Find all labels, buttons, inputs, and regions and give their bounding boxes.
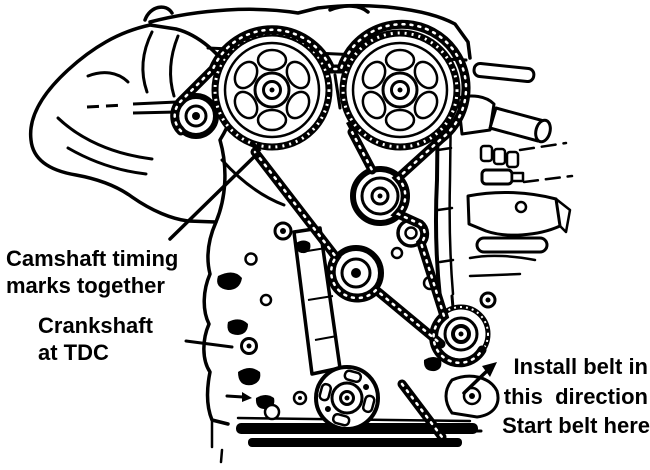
camshaft-timing-label-line1: Camshaft timing xyxy=(6,246,179,271)
camshaft-leader-line xyxy=(168,152,259,241)
camshaft-timing-label-line2: marks together xyxy=(6,273,165,298)
install-direction-label-line1: Install belt in xyxy=(513,354,648,379)
install-direction-label-line2: this direction xyxy=(503,384,648,409)
timing-belt xyxy=(170,19,487,442)
start-belt-leader-line xyxy=(437,429,483,434)
right-engine-details xyxy=(434,61,574,367)
bolt-heads xyxy=(240,200,528,421)
crankshaft-tdc-label-line1: Crankshaft xyxy=(38,313,153,338)
install-direction-label: Install belt in this direction xyxy=(504,352,648,412)
crankshaft-tdc-label: Crankshaft at TDC xyxy=(38,312,153,366)
leader-lines xyxy=(168,152,483,434)
crankshaft-tdc-label-line2: at TDC xyxy=(38,340,109,365)
left-camshaft-sprocket xyxy=(215,33,329,147)
start-belt-label: Start belt here xyxy=(502,412,650,439)
crankshaft-pulley xyxy=(314,365,380,431)
crankshaft-leader-line xyxy=(184,339,234,349)
belt-travel-arrow xyxy=(225,392,252,402)
tensioner-pulley xyxy=(328,245,384,301)
right-camshaft-sprocket xyxy=(343,33,457,147)
engine-mount xyxy=(444,374,500,419)
left-tensioner xyxy=(86,93,219,139)
start-belt-label-text: Start belt here xyxy=(502,413,650,438)
camshaft-timing-label: Camshaft timing marks together xyxy=(6,245,178,299)
idler-pulley xyxy=(350,166,410,226)
cam-timing-marks xyxy=(250,120,356,154)
belt-direction-arrow xyxy=(462,362,497,395)
